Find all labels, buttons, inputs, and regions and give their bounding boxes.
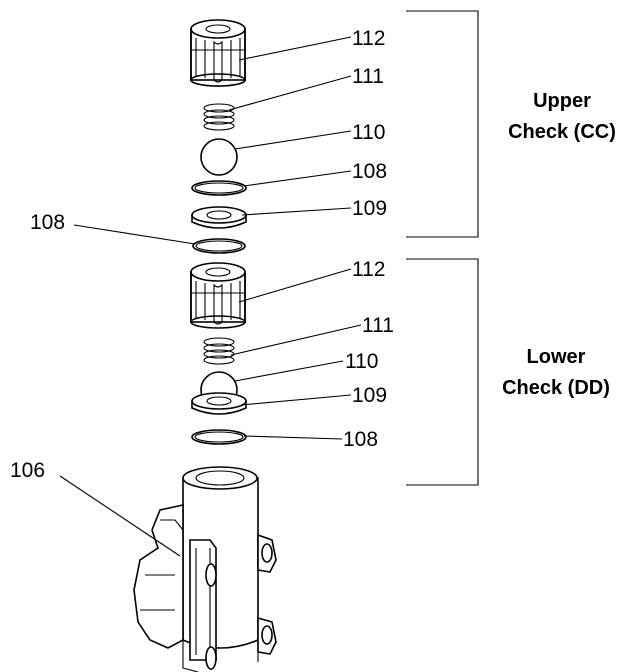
callout-mid-oring: 108	[30, 211, 65, 234]
upper-check-ball	[200, 138, 238, 176]
upper-check-bracket	[406, 10, 479, 238]
lower-ball-cage	[190, 262, 246, 329]
callout-upper-spring: 111	[352, 65, 384, 88]
callout-lower-oring: 108	[343, 428, 378, 451]
middle-o-ring	[192, 238, 246, 254]
callout-housing: 106	[10, 459, 45, 482]
upper-o-ring	[191, 180, 247, 196]
callout-lower-cage: 112	[352, 258, 385, 281]
lower-spring	[203, 337, 235, 365]
callout-upper-ball: 110	[352, 121, 385, 144]
upper-ball-cage	[190, 19, 246, 87]
callout-upper-oring: 108	[352, 160, 387, 183]
callout-upper-cage: 112	[352, 27, 385, 50]
upper-seat	[191, 206, 247, 229]
callout-lower-spring: 111	[362, 314, 394, 337]
callout-upper-seat: 109	[352, 197, 387, 220]
upper-check-label-line2: Check (CC)	[508, 121, 616, 143]
upper-check-label-line1: Upper	[533, 90, 591, 112]
valve-housing	[133, 466, 277, 672]
leader-lines	[59, 36, 362, 557]
callout-lower-seat: 109	[352, 384, 387, 407]
upper-spring	[203, 103, 235, 131]
lower-check-label-line2: Check (DD)	[502, 377, 610, 399]
lower-o-ring	[191, 429, 247, 445]
lower-check-bracket	[406, 258, 479, 486]
callout-lower-ball: 110	[345, 350, 378, 373]
lower-seat	[191, 392, 247, 415]
lower-check-label-line1: Lower	[527, 346, 586, 368]
